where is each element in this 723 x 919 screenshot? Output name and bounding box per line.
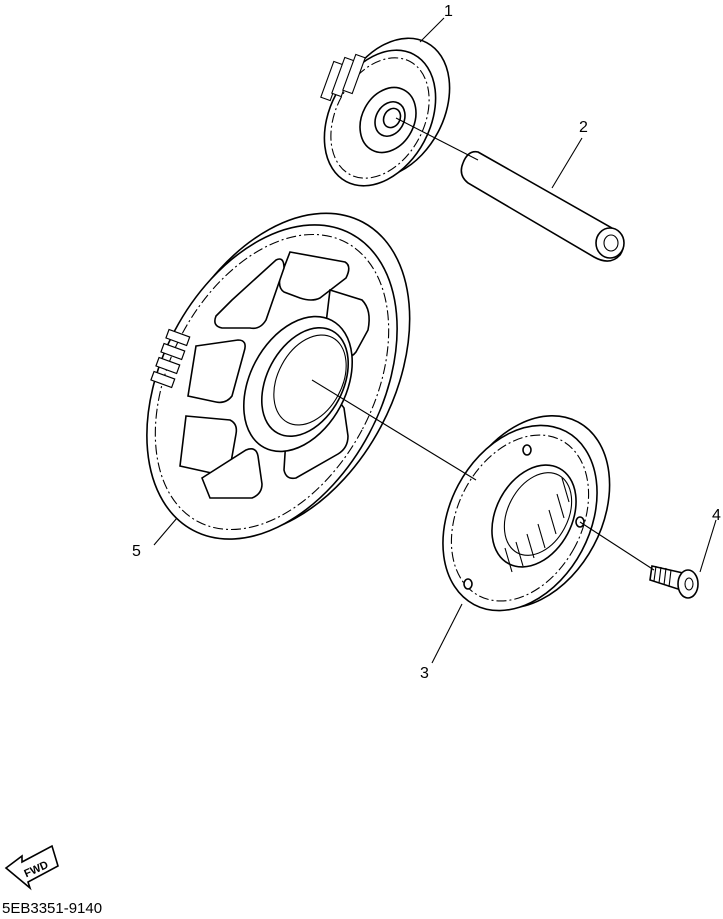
idler-gear	[320, 37, 451, 187]
callout-1: 1	[444, 3, 453, 20]
callout-2: 2	[579, 119, 588, 136]
callout-5: 5	[132, 543, 141, 560]
callout-4: 4	[712, 507, 721, 524]
starter-clutch	[442, 415, 611, 612]
shaft	[460, 150, 625, 262]
fwd-arrow-icon: FWD	[4, 844, 59, 891]
bolt	[649, 565, 699, 599]
starter-wheel-gear	[146, 212, 411, 540]
diagram-code: 5EB3351-9140	[2, 900, 103, 917]
callout-leaders	[153, 17, 717, 664]
callout-3: 3	[420, 665, 429, 682]
assembly-center-lines	[311, 117, 655, 571]
